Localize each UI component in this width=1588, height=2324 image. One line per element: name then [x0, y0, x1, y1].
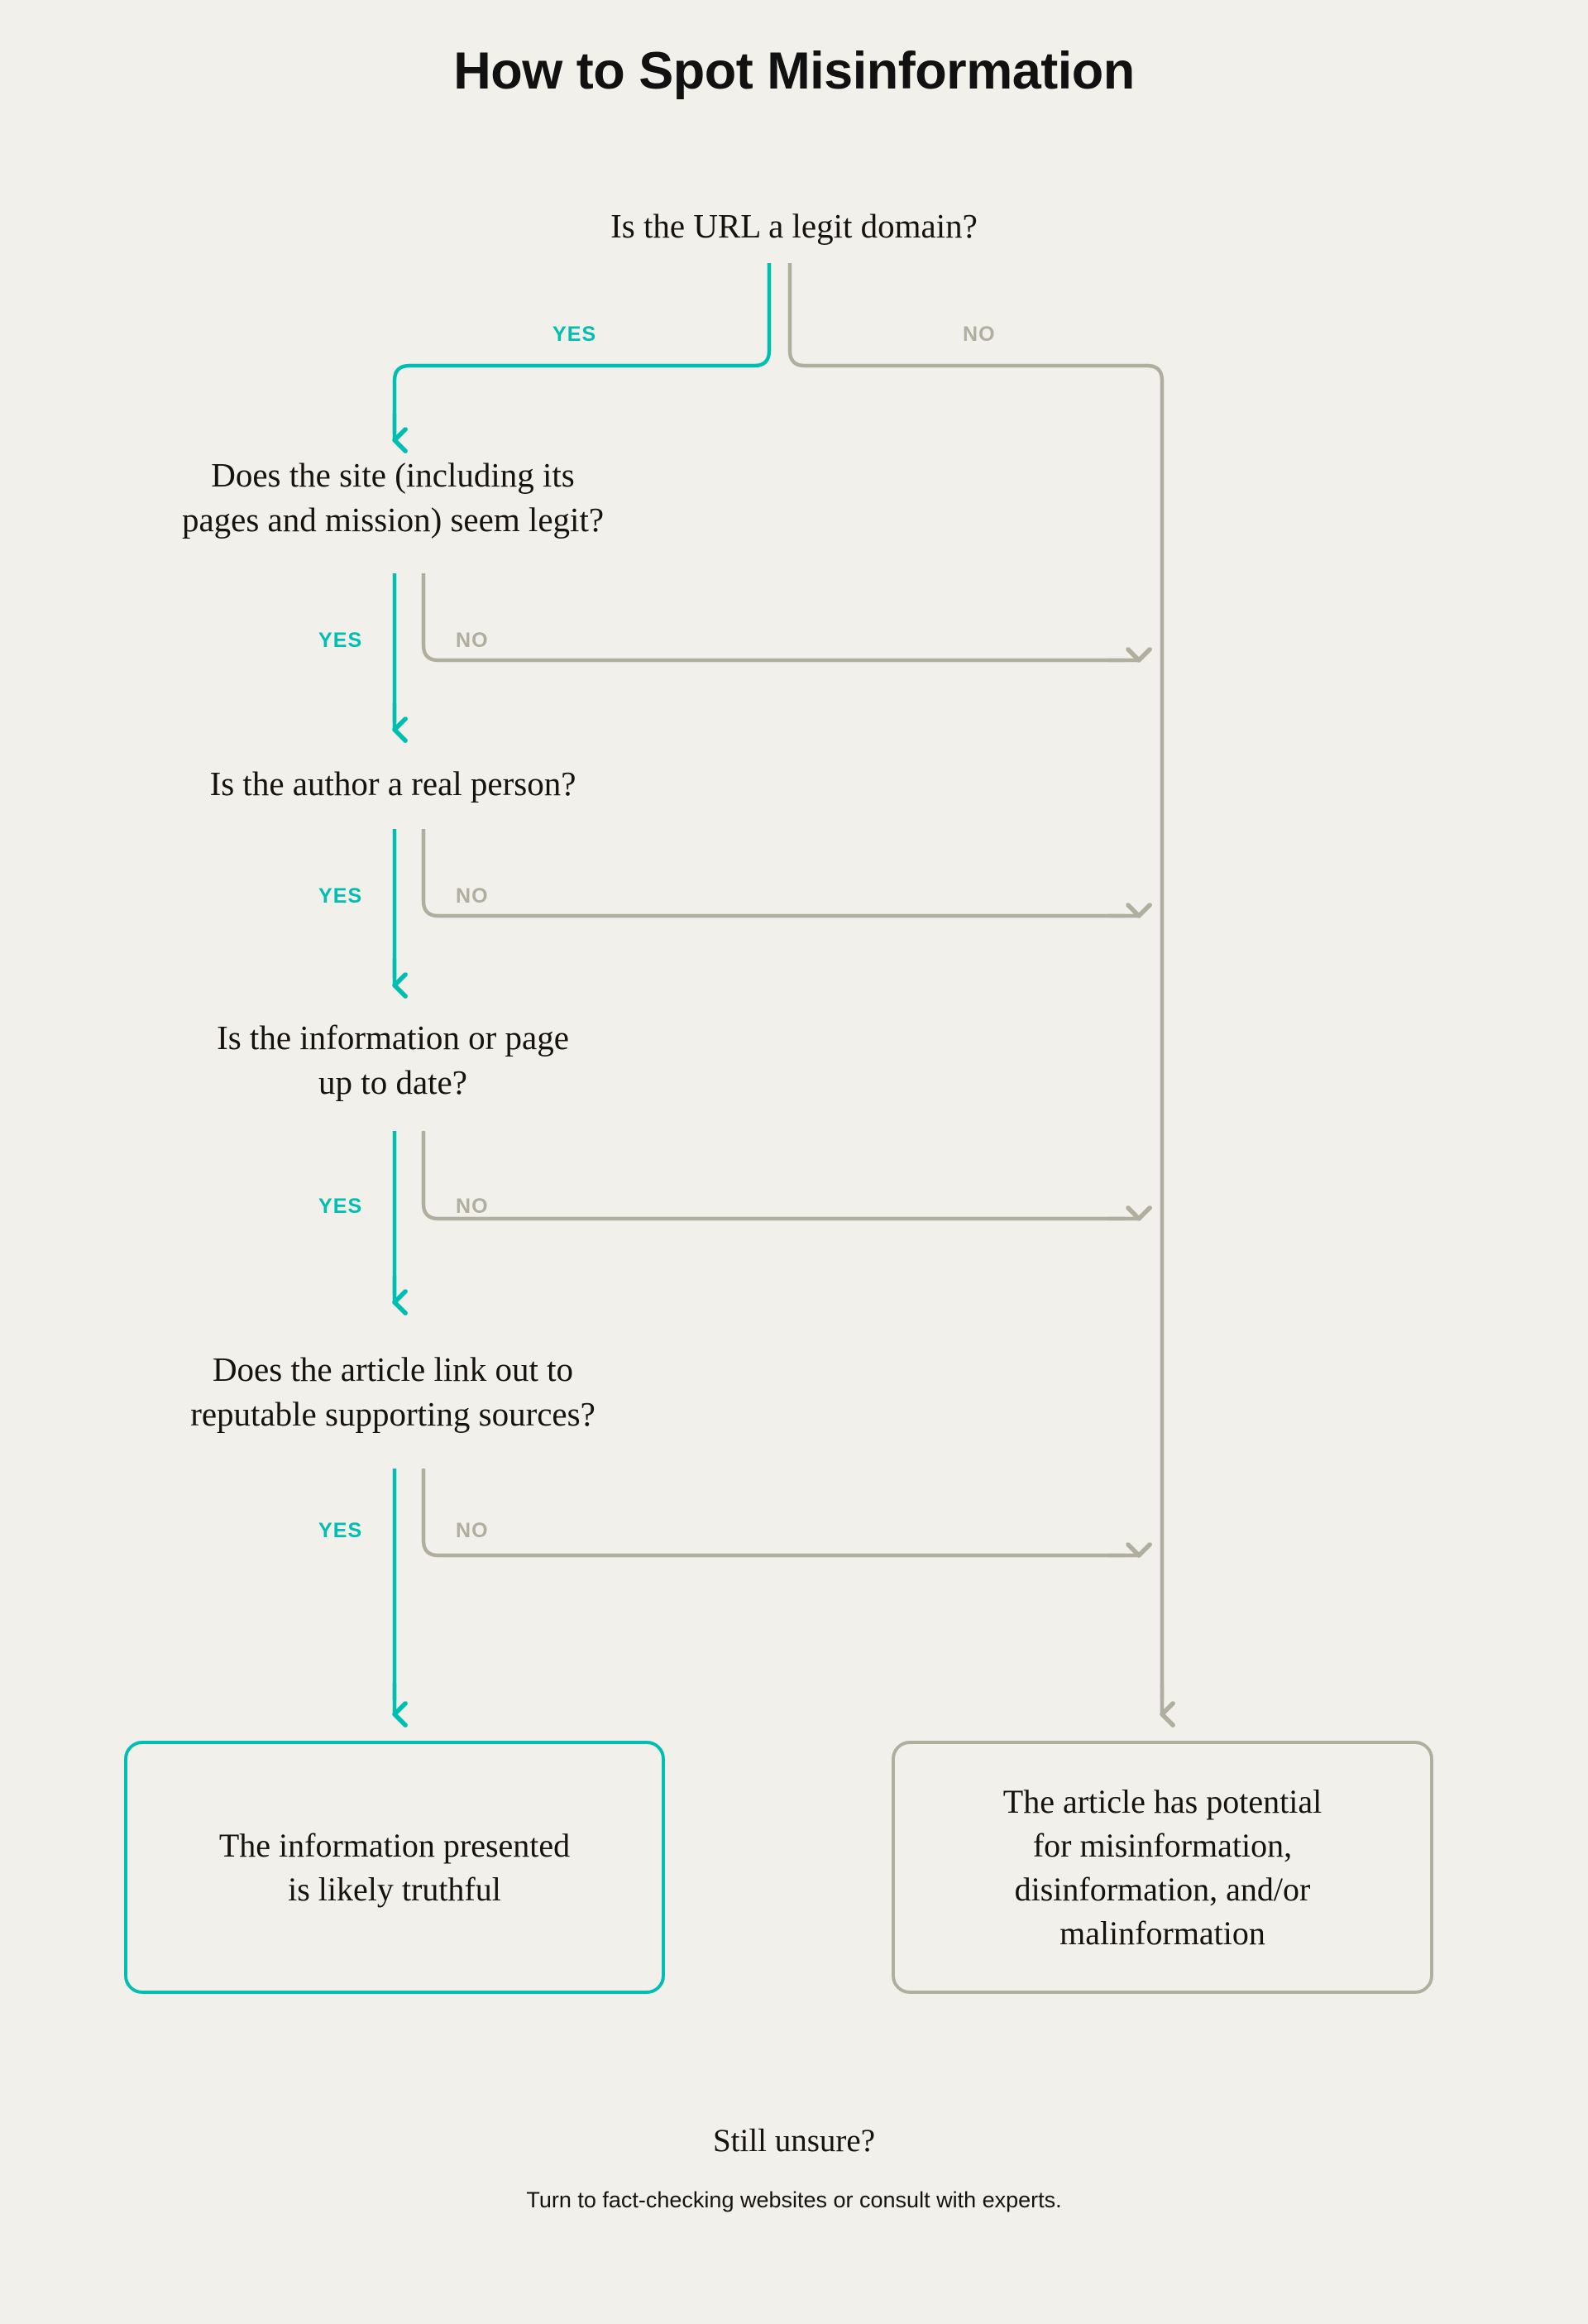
branch-label-q3-yes: YES [318, 884, 363, 908]
decision-q2: Does the site (including its pages and m… [181, 456, 605, 539]
branch-label-q1-yes: YES [552, 323, 597, 346]
edge-q4-no [421, 1131, 1125, 1221]
branch-label-q2-yes: YES [318, 629, 363, 652]
decision-q4: Is the information or page up to date? [217, 1018, 569, 1102]
edge-q2-no [421, 573, 1125, 663]
outcome-misinformation: The article has potential for misinforma… [892, 1741, 1433, 1994]
branch-label-q5-no: NO [456, 1519, 489, 1542]
edge-q3-no [421, 829, 1125, 918]
branch-label-q1-no: NO [963, 323, 996, 346]
edge-q5-no [421, 1469, 1125, 1558]
branch-label-q5-yes: YES [318, 1519, 363, 1542]
footer-question: Still unsure? [712, 2123, 876, 2159]
outcome-truthful: The information presented is likely trut… [124, 1741, 665, 1994]
branch-label-q2-no: NO [456, 629, 489, 652]
decision-q5: Does the article link out to reputable s… [190, 1350, 596, 1434]
branch-label-q4-no: NO [456, 1195, 489, 1218]
branch-label-q4-yes: YES [318, 1195, 363, 1218]
decision-q3: Is the author a real person? [209, 764, 576, 803]
edge-q1-yes [392, 263, 772, 433]
page-title: How to Spot Misinformation [453, 42, 1135, 100]
decision-q1: Is the URL a legit domain? [610, 207, 978, 245]
footer-note: Turn to fact-checking websites or consul… [526, 2187, 1062, 2212]
edge-q1-no [787, 263, 1165, 1700]
branch-label-q3-no: NO [456, 884, 489, 908]
